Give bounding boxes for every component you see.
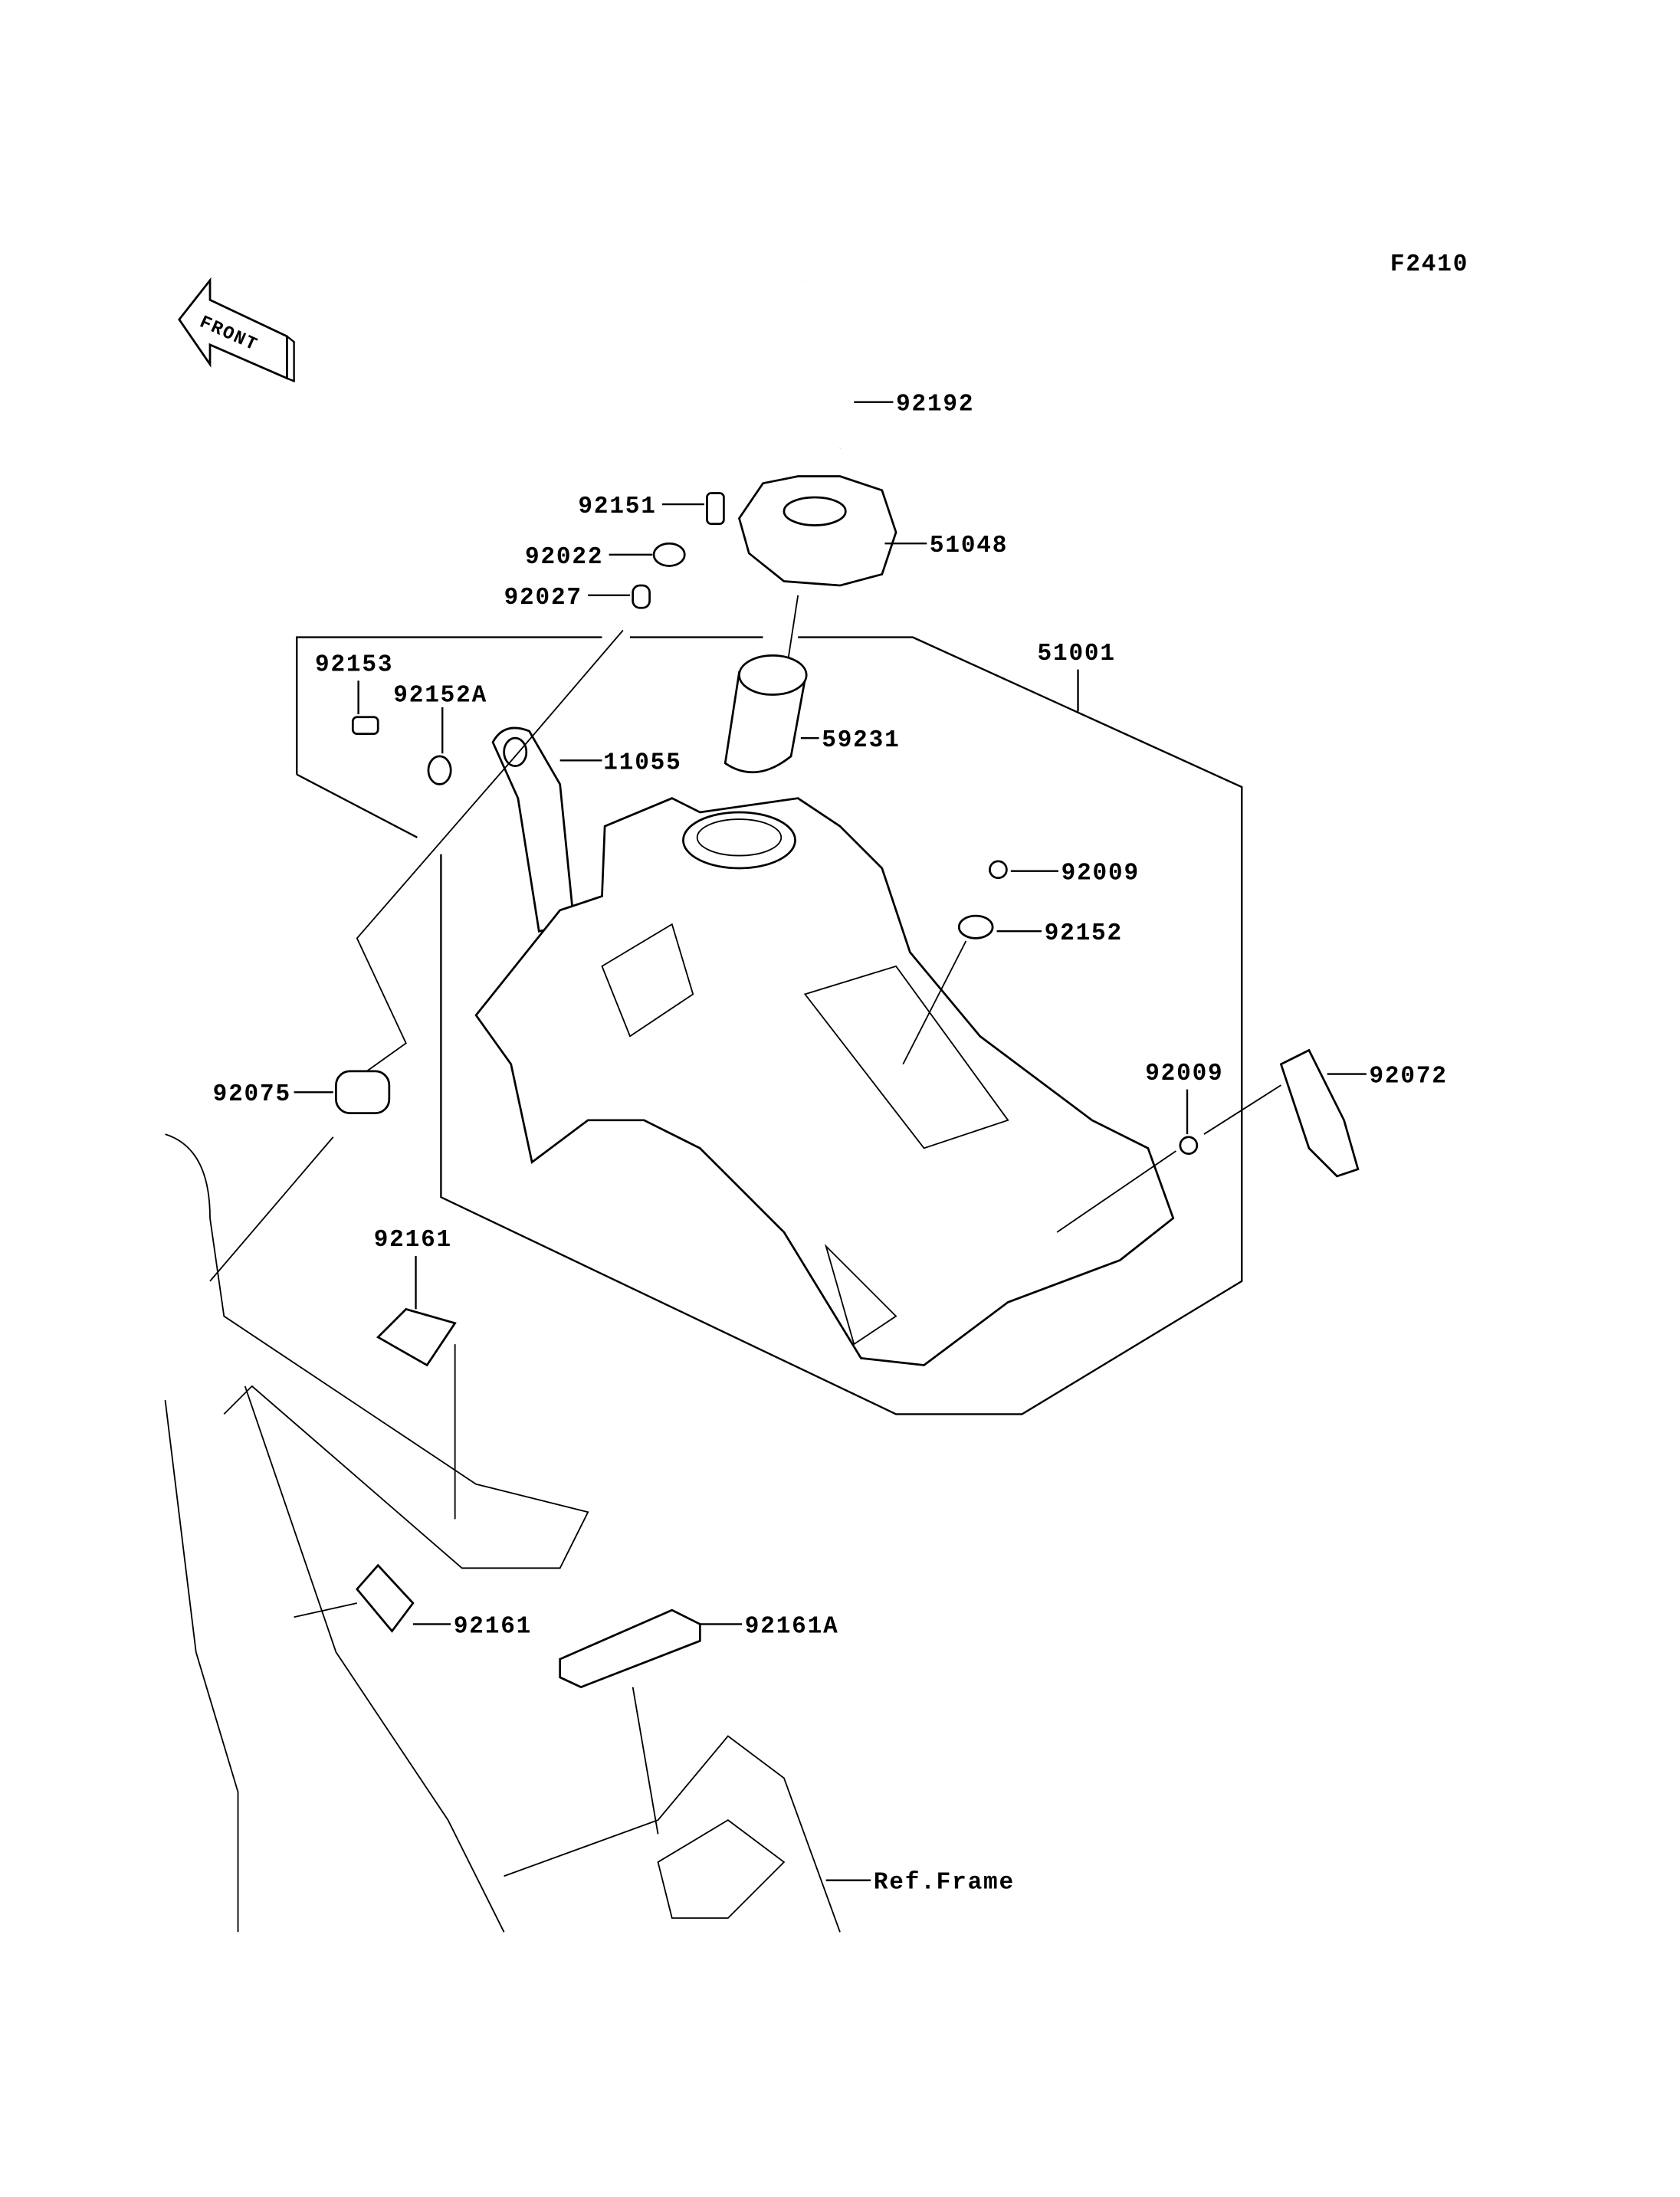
breather-hose: 92192 — [804, 265, 974, 451]
label-11055: 11055 — [603, 749, 681, 776]
label-59231: 59231 — [822, 727, 900, 754]
collar-92027 — [632, 584, 651, 609]
label-ref-frame: Ref.Frame — [874, 1870, 1015, 1897]
pad-92161-upper — [376, 1307, 457, 1367]
label-92075: 92075 — [213, 1081, 291, 1108]
label-51048: 51048 — [930, 533, 1008, 559]
assembly-outline — [296, 636, 1243, 1415]
pad-92161-lower — [355, 1563, 415, 1633]
front-arrow-icon: FRONT — [178, 277, 295, 383]
pad-92161a — [559, 1608, 701, 1689]
fuel-filter: 59231 — [724, 654, 900, 774]
bolt-92153 — [351, 716, 379, 736]
label-92152: 92152 — [1045, 920, 1123, 947]
label-92009-upper: 92009 — [1061, 861, 1140, 887]
damper-92152 — [957, 914, 994, 939]
figure-code: F2410 — [1390, 251, 1468, 278]
label-92152a: 92152A — [393, 683, 487, 710]
fuel-tank — [474, 797, 1175, 1366]
label-92022: 92022 — [525, 544, 603, 571]
label-92072: 92072 — [1369, 1063, 1447, 1090]
fuel-cap: 51048 — [737, 475, 1008, 687]
damper-92152a — [427, 755, 452, 785]
screw-92009-lower — [1179, 1136, 1199, 1156]
washer-92022 — [652, 542, 686, 567]
bolt-92151 — [706, 492, 725, 526]
label-92153: 92153 — [315, 651, 393, 678]
label-92161a: 92161A — [745, 1613, 839, 1640]
frame — [164, 1133, 871, 1933]
label-92161-lower: 92161 — [454, 1613, 532, 1640]
label-51001: 51001 — [1038, 641, 1116, 667]
label-92151: 92151 — [578, 494, 656, 520]
label-92161-upper: 92161 — [374, 1227, 452, 1254]
strap-92072 — [1279, 1048, 1360, 1178]
label-92009-lower: 92009 — [1145, 1061, 1223, 1087]
grommet-92075 — [335, 1070, 391, 1115]
screw-92009-upper — [989, 860, 1008, 880]
bracket-11055: 11055 — [356, 629, 681, 1079]
label-92027: 92027 — [504, 585, 582, 612]
label-92192: 92192 — [896, 392, 974, 418]
